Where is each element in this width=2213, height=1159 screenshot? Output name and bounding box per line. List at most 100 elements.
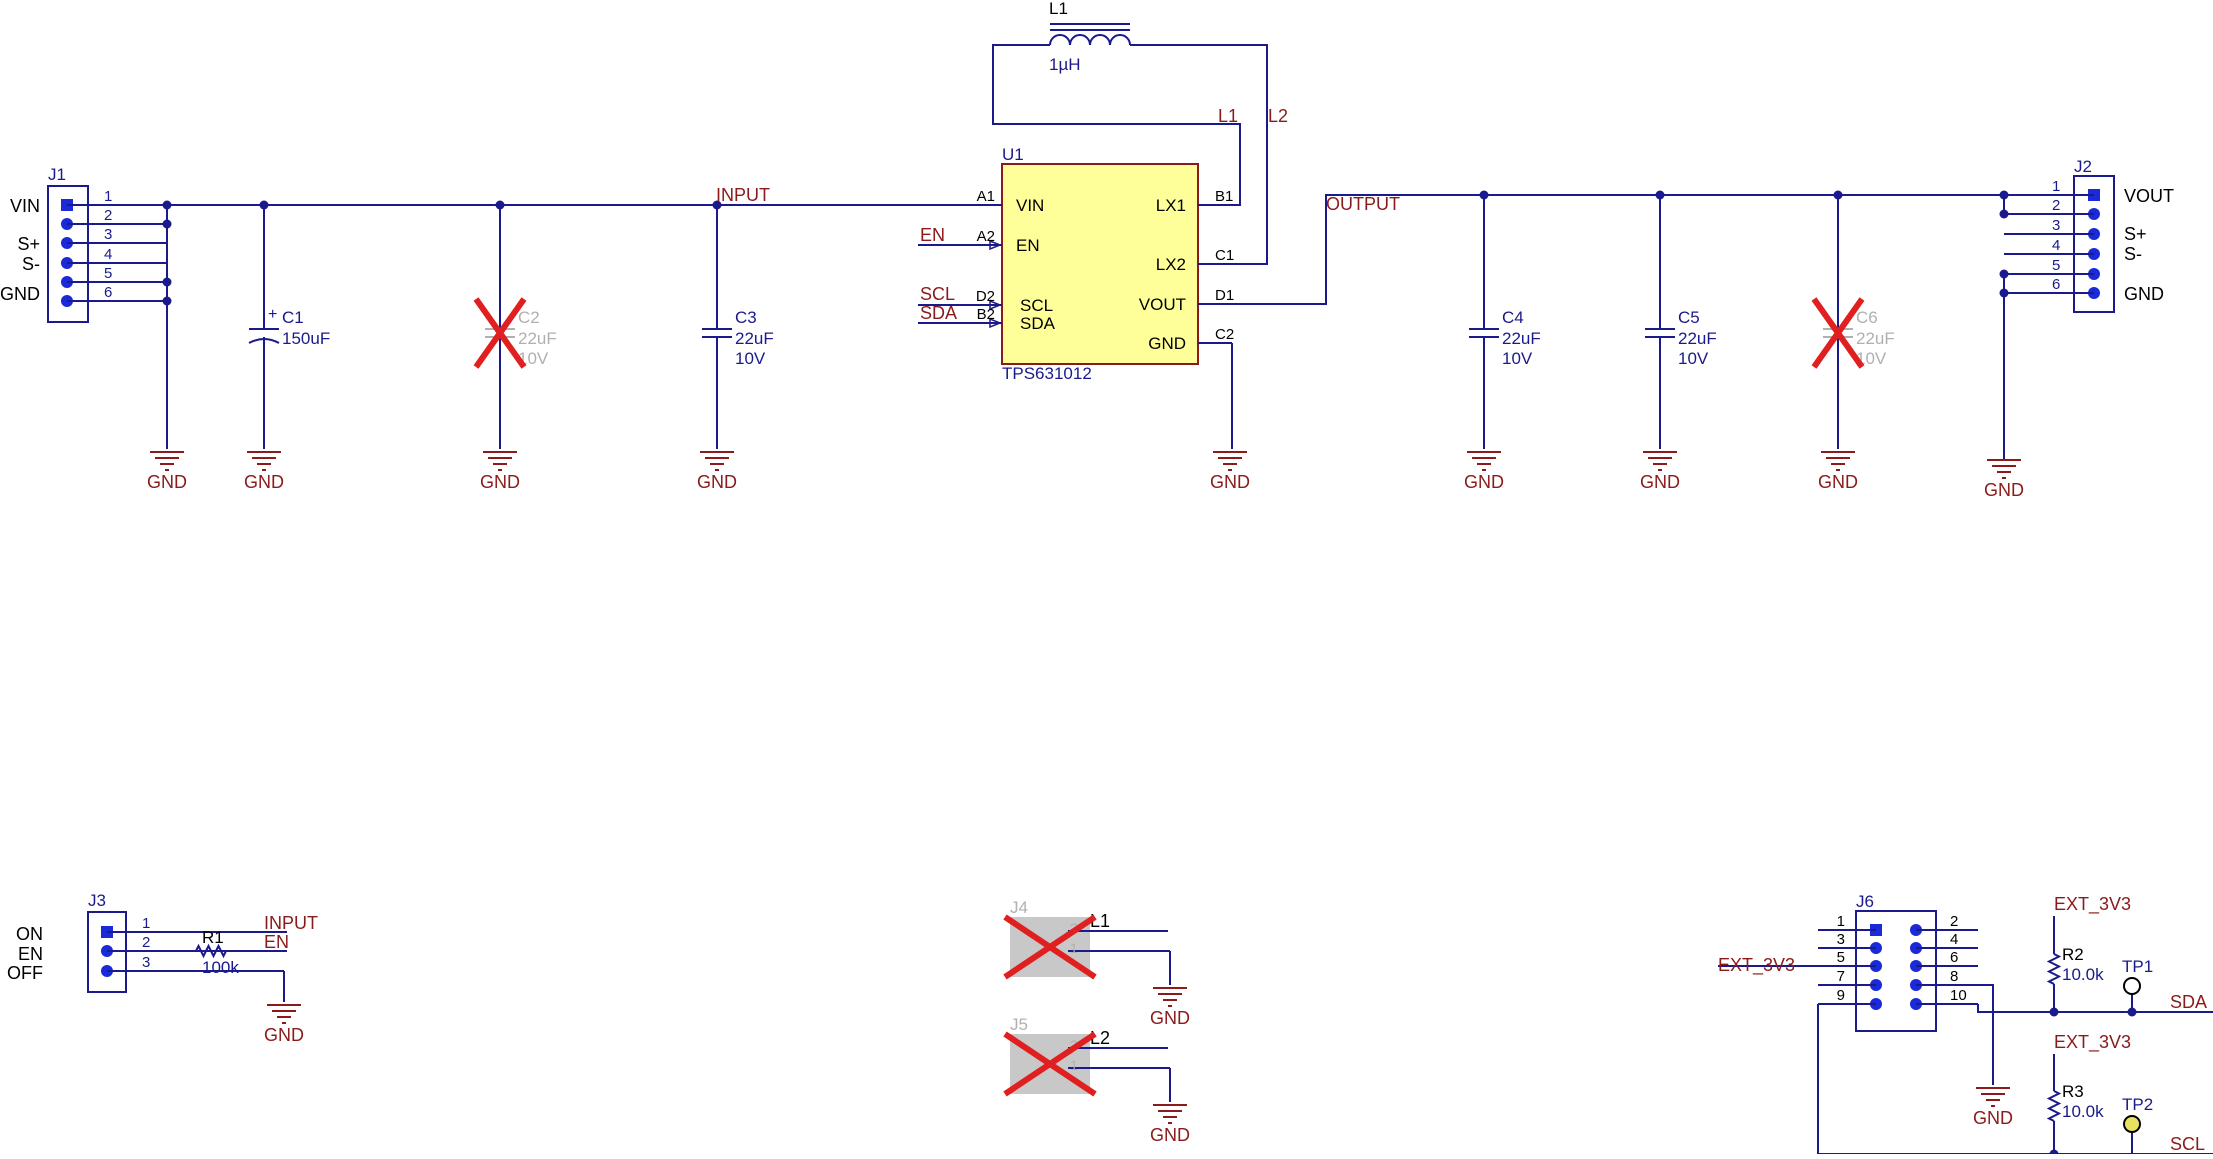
r2-value: 10.0k (2062, 965, 2104, 984)
c4-ground (1466, 451, 1502, 471)
j1-pin-number: 6 (104, 284, 112, 301)
capacitor-value: 22uF (735, 329, 774, 348)
net-scl-label: SCL (920, 284, 955, 304)
net-input-label: INPUT (264, 913, 318, 933)
j1-pin-number: 2 (104, 207, 112, 224)
capacitor-designator: C4 (1502, 308, 1524, 327)
tp2-ring (2123, 1115, 2141, 1133)
j3-pin-number: 1 (142, 915, 150, 932)
net-output-label: OUTPUT (1326, 194, 1400, 214)
wires (167, 44, 2213, 1155)
j6-pin-number: 2 (1950, 913, 1958, 930)
junction-dot (162, 296, 172, 306)
ground-label: GND (244, 472, 284, 492)
ground-label: GND (1973, 1108, 2013, 1128)
u1-pin-number: D2 (976, 288, 995, 305)
net-en-label: EN (264, 932, 289, 952)
u1-pin-number: B1 (1215, 188, 1233, 205)
capacitor-designator: C3 (735, 308, 757, 327)
net-en-label: EN (920, 225, 945, 245)
j4-ground (1152, 987, 1188, 1007)
j2-pin-number: 1 (2052, 178, 2060, 195)
j3-pin-number: 2 (142, 934, 150, 951)
net-scl-label: SCL (2170, 1134, 2205, 1154)
u1-pin-name: EN (1016, 236, 1040, 255)
j1-pin-number: 5 (104, 265, 112, 282)
j4-designator: J4 (1010, 898, 1028, 917)
j4-net-label: L1 (1090, 911, 1110, 931)
j2-pin-number: 6 (2052, 276, 2060, 293)
j5-pin-number: 1 (1070, 1057, 1078, 1073)
u1-pin-name: SDA (1020, 314, 1056, 333)
capacitor-voltage: 10V (1678, 349, 1709, 368)
ground-label: GND (697, 472, 737, 492)
capacitor-designator: C6 (1856, 308, 1878, 327)
j1-pin-number: 1 (104, 188, 112, 205)
u1-designator: U1 (1002, 145, 1024, 164)
j5-dnp-cross (1003, 1031, 1097, 1097)
junction-dot (1999, 288, 2009, 298)
u1-pin-number: C1 (1215, 247, 1234, 264)
j1-pin-label: S- (22, 254, 40, 274)
net-ext3v3-label: EXT_3V3 (1718, 955, 1795, 976)
j6-gnd-wire (1978, 984, 1994, 1085)
r3-designator: R3 (2062, 1082, 2084, 1101)
junction-dot (162, 219, 172, 229)
capacitor-value: 22uF (1856, 329, 1895, 348)
capacitor-value: 22uF (518, 329, 557, 348)
j2-pin-number: 3 (2052, 217, 2060, 234)
j3-pin-number: 3 (142, 954, 150, 971)
ground-label: GND (1210, 472, 1250, 492)
tp1-designator: TP1 (2122, 957, 2153, 976)
j3-pin-label: OFF (7, 963, 43, 983)
junction-dot (2049, 1149, 2059, 1159)
ground-label: GND (1640, 472, 1680, 492)
j6-pin-number: 3 (1837, 931, 1845, 948)
junction-dot (2049, 1007, 2059, 1017)
tp1-ring (2123, 977, 2141, 995)
c1-ground (246, 451, 282, 471)
c5-ground (1642, 451, 1678, 471)
j2-pin-number: 4 (2052, 237, 2060, 254)
j6-pin-number: 6 (1950, 949, 1958, 966)
parts (47, 23, 2141, 1159)
j1-pin-number: 3 (104, 226, 112, 243)
u1-pin-name: LX1 (1156, 196, 1186, 215)
j1-designator: J1 (48, 165, 66, 184)
j2-pin-number: 2 (2052, 197, 2060, 214)
ground-label: GND (1150, 1008, 1190, 1028)
c6-ground (1820, 451, 1856, 471)
inductor-coil (1049, 34, 1131, 46)
j6-body (1855, 910, 1937, 1032)
c3-ground (699, 451, 735, 471)
c6-dnp-cross (1811, 297, 1865, 369)
j5-net-label: L2 (1090, 1028, 1110, 1048)
j1-pin-label: VIN (10, 196, 40, 216)
r1-zigzag (195, 943, 227, 959)
tp2-designator: TP2 (2122, 1095, 2153, 1114)
capacitor-value: 22uF (1502, 329, 1541, 348)
j3-pin-label: EN (18, 944, 43, 964)
j3-pin-label: ON (16, 924, 43, 944)
j2-ground (1986, 459, 2022, 479)
r2-designator: R2 (2062, 945, 2084, 964)
j1-ground (149, 451, 185, 471)
u1-pin-name: VOUT (1139, 295, 1186, 314)
ground-label: GND (1150, 1125, 1190, 1145)
net-l1-label: L1 (1218, 106, 1238, 126)
lx1-wire (992, 44, 1241, 206)
ground-label: GND (480, 472, 520, 492)
r1-value: 100k (202, 958, 239, 977)
capacitor-voltage: 10V (1856, 349, 1887, 368)
r3-zigzag (2046, 1090, 2062, 1122)
net-sda-label: SDA (920, 303, 957, 323)
cap-plate-curved (248, 338, 280, 344)
c2-dnp-cross (473, 297, 527, 369)
ground-label: GND (1818, 472, 1858, 492)
j2-pin-label: S- (2124, 244, 2142, 264)
j6-pin-number: 8 (1950, 968, 1958, 985)
j2-pin-number: 5 (2052, 257, 2060, 274)
net-ext3v3-label: EXT_3V3 (2054, 1032, 2131, 1053)
